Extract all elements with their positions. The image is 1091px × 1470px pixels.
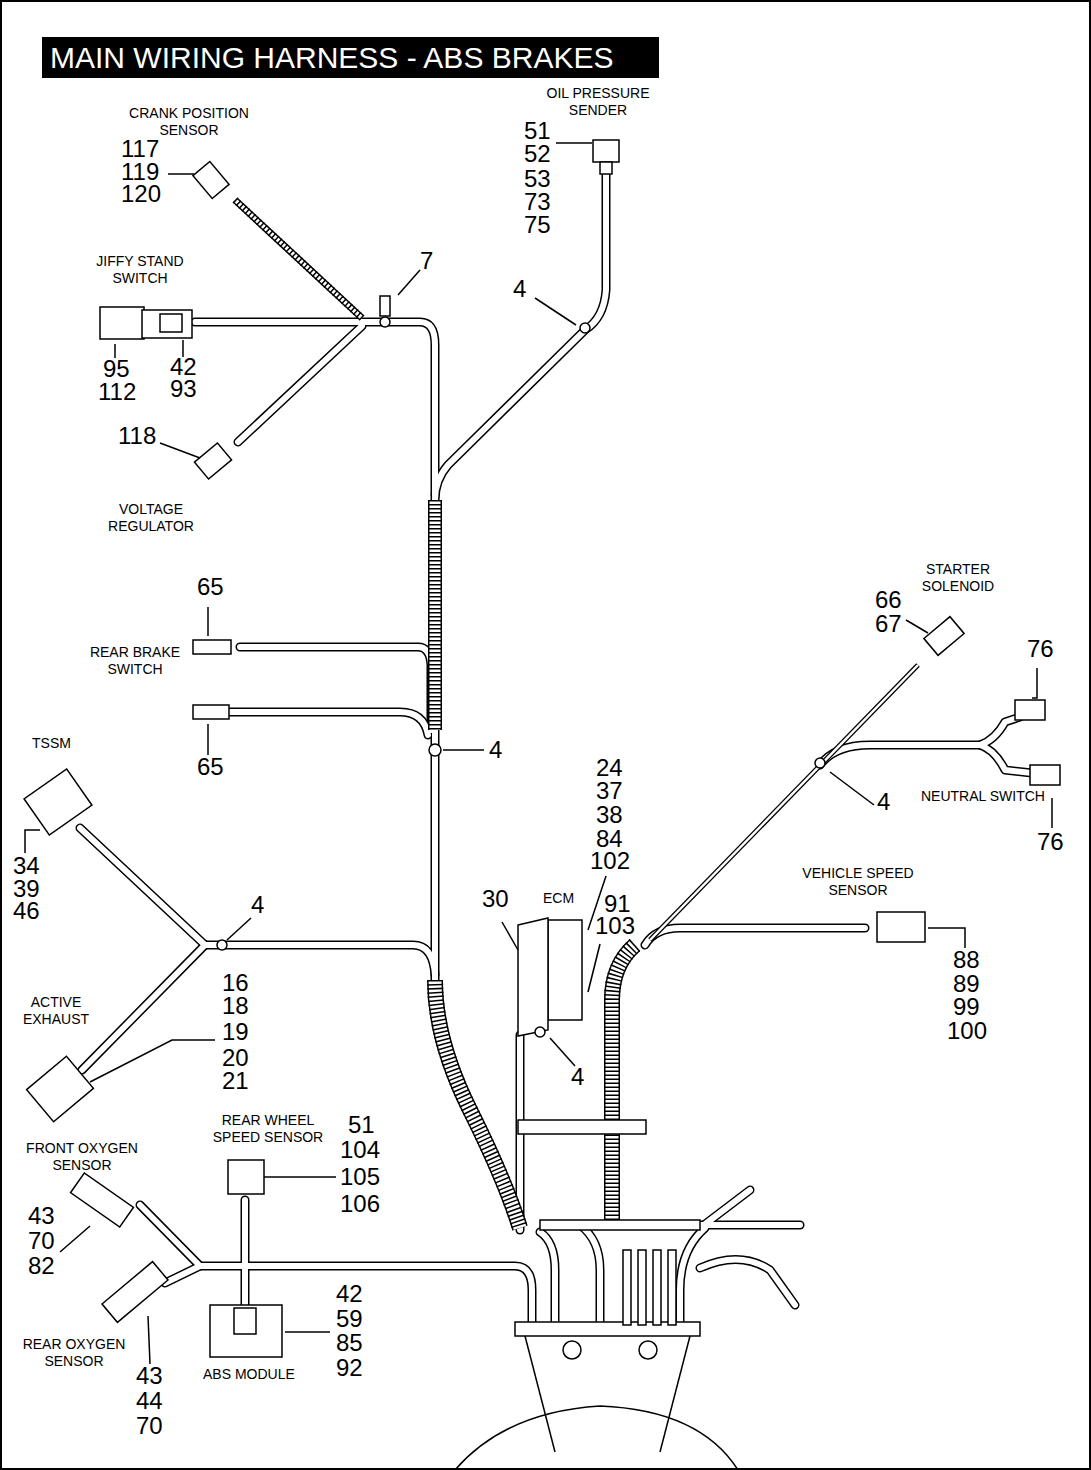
callout-number: 95 (103, 357, 130, 381)
callout-number: 100 (947, 1019, 987, 1043)
callout-number: 51 (348, 1113, 375, 1137)
callout-number: 4 (571, 1065, 584, 1089)
callout-number: 70 (136, 1414, 163, 1438)
callout-number: 20 (222, 1046, 249, 1070)
callout-number: 43 (136, 1364, 163, 1388)
callout-number: 53 (524, 167, 551, 191)
part-label: ACTIVE EXHAUST (14, 994, 99, 1028)
part-label: CRANK POSITION SENSOR (112, 105, 267, 139)
part-label: ECM (543, 890, 574, 907)
callout-number: 93 (170, 377, 197, 401)
callout-number: 19 (222, 1020, 249, 1044)
callout-number: 4 (251, 893, 264, 917)
title-band: MAIN WIRING HARNESS - ABS BRAKES (42, 37, 659, 78)
callout-number: 104 (340, 1138, 380, 1162)
callout-number: 76 (1037, 830, 1064, 854)
callout-number: 106 (340, 1192, 380, 1216)
callout-number: 4 (877, 790, 890, 814)
callout-number: 4 (513, 277, 526, 301)
callout-number: 51 (524, 119, 551, 143)
part-label: STARTER SOLENOID (906, 561, 1011, 595)
callout-number: 85 (336, 1331, 363, 1355)
callout-number: 38 (596, 803, 623, 827)
callout-number: 76 (1027, 637, 1054, 661)
callout-number: 24 (596, 756, 623, 780)
callout-number: 89 (953, 972, 980, 996)
callout-number: 112 (98, 380, 136, 404)
part-label: OIL PRESSURE SENDER (536, 85, 661, 119)
part-label: FRONT OXYGEN SENSOR (18, 1140, 146, 1174)
callout-number: 37 (596, 779, 623, 803)
callout-number: 42 (336, 1282, 363, 1306)
callout-number: 65 (197, 575, 224, 599)
callout-number: 21 (222, 1069, 249, 1093)
callout-number: 120 (121, 182, 161, 206)
callout-number: 18 (222, 994, 249, 1018)
callout-number: 30 (482, 887, 509, 911)
callout-number: 99 (953, 995, 980, 1019)
callout-number: 82 (28, 1254, 55, 1278)
callout-number: 16 (222, 971, 249, 995)
callout-number: 44 (136, 1389, 163, 1413)
part-label: JIFFY STAND SWITCH (88, 253, 193, 287)
part-label: REAR WHEEL SPEED SENSOR (207, 1112, 329, 1146)
callout-number: 4 (489, 738, 502, 762)
callout-number: 34 (13, 854, 40, 878)
callout-number: 102 (590, 849, 630, 873)
callout-number: 119 (121, 160, 159, 184)
callout-number: 43 (28, 1204, 55, 1228)
callout-number: 65 (197, 755, 224, 779)
callout-number: 42 (170, 355, 197, 379)
callout-number: 103 (595, 914, 635, 938)
callout-number: 39 (13, 877, 40, 901)
callout-number: 118 (118, 424, 156, 448)
callout-number: 52 (524, 142, 551, 166)
part-label: REAR BRAKE SWITCH (73, 644, 198, 678)
callout-number: 67 (875, 612, 902, 636)
callout-number: 92 (336, 1356, 363, 1380)
part-label: TSSM (32, 735, 71, 752)
part-label: REAR OXYGEN SENSOR (15, 1336, 133, 1370)
callout-number: 7 (420, 249, 433, 273)
part-label: ABS MODULE (203, 1366, 295, 1383)
callout-number: 105 (340, 1165, 380, 1189)
part-label: VEHICLE SPEED SENSOR (796, 865, 921, 899)
part-label: VOLTAGE REGULATOR (99, 501, 204, 535)
callout-number: 88 (953, 948, 980, 972)
callout-number: 84 (596, 827, 623, 851)
callout-number: 66 (875, 588, 902, 612)
callout-number: 70 (28, 1229, 55, 1253)
callout-number: 75 (524, 213, 551, 237)
callout-number: 91 (604, 892, 631, 916)
callout-number: 73 (524, 190, 551, 214)
callout-number: 46 (13, 899, 40, 923)
callout-number: 117 (121, 137, 159, 161)
part-label: NEUTRAL SWITCH (921, 788, 1045, 805)
callout-number: 59 (336, 1307, 363, 1331)
